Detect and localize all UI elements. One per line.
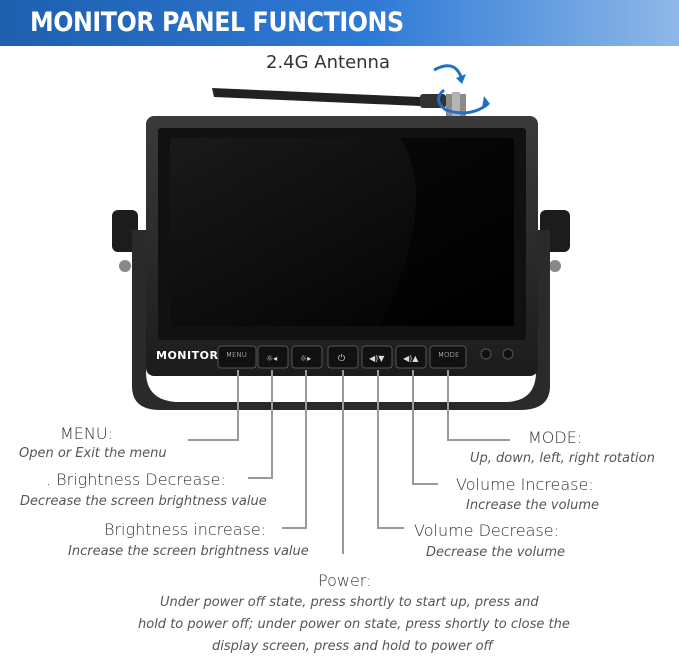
power-title: Power: [318,571,372,590]
brightness-increase-title: Brightness increase: [104,520,267,539]
volume-increase-button[interactable] [395,345,427,369]
antenna-label: 2.4G Antenna [266,52,390,73]
power-desc-line: hold to power off; under power on state,… [138,617,570,632]
mode-button-label: MODE [438,351,460,359]
power-icon: ⏻ [338,353,345,364]
led-dot [502,348,514,360]
power-desc-line: Under power off state, press shortly to … [160,595,539,610]
header-banner: MONITOR PANEL FUNCTIONS [0,0,679,46]
power-desc-line: display screen, press and hold to power … [212,639,493,654]
volume-decrease-button[interactable] [361,345,393,369]
menu-button-label: MENU [226,351,247,359]
control-panel: ☼◂ ☼▸ ⏻ ◀)▼ ◀)▲ [217,345,514,369]
leader-lines [188,370,510,554]
brightness-decrease-desc: Decrease the screen brightness value [20,494,267,509]
brightness-up-icon: ☼▸ [300,354,311,363]
brightness-decrease-button[interactable] [257,345,289,369]
page-title: MONITOR PANEL FUNCTIONS [30,7,404,38]
volume-increase-title: Volume Increase: [456,475,594,494]
monitor-brand: MONITOR [156,349,219,362]
menu-button[interactable] [217,345,257,369]
rotate-arrows-icon [433,64,490,115]
menu-title: MENU: [60,424,113,443]
brightness-down-icon: ☼◂ [266,354,277,363]
brightness-increase-button[interactable] [291,345,323,369]
volume-up-icon: ◀)▲ [403,354,419,363]
sensor-dot [480,348,492,360]
mode-button[interactable] [429,345,467,369]
mount-bracket [112,210,570,410]
volume-down-icon: ◀)▼ [369,354,385,363]
brightness-increase-desc: Increase the screen brightness value [68,544,309,559]
mode-desc: Up, down, left, right rotation [470,451,655,466]
volume-decrease-title: Volume Decrease: [414,521,559,540]
power-button[interactable] [327,345,359,369]
monitor-body [146,116,538,376]
menu-desc: Open or Exit the menu [19,446,167,461]
volume-decrease-desc: Decrease the volume [426,545,565,560]
volume-increase-desc: Increase the volume [466,498,600,513]
brightness-decrease-title: . Brightness Decrease: [46,470,226,489]
mode-title: MODE: [528,428,583,447]
